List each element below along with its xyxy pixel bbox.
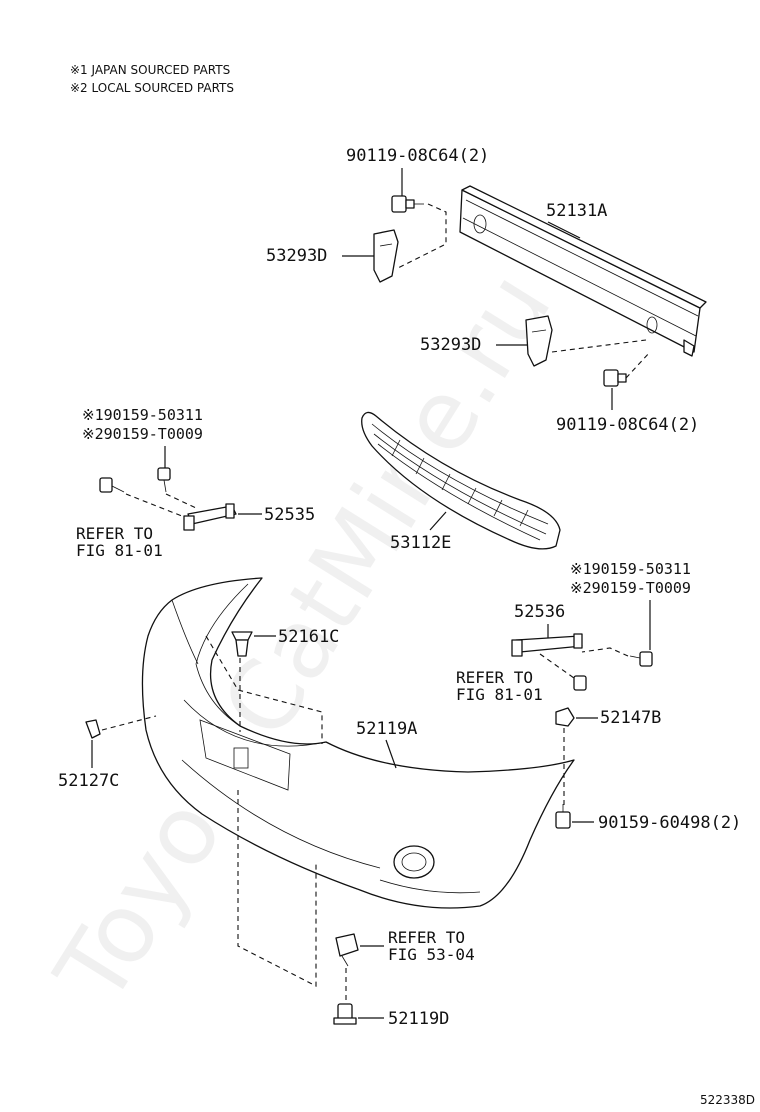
label-clip-side[interactable]: 52127C (58, 771, 119, 791)
refer-right-line2: FIG 81-01 (456, 685, 543, 704)
refer-bottom-line1: REFER TO (388, 928, 465, 947)
retainer-left-icon (183, 503, 237, 531)
grille (361, 411, 561, 550)
refer-left-line1: REFER TO (76, 524, 153, 543)
retainer-right-icon (511, 633, 583, 657)
bracket-left-icon (373, 229, 399, 283)
refer-left-line2: FIG 81-01 (76, 541, 163, 560)
nut-icon (555, 707, 575, 727)
label-bumper-cover[interactable]: 52119A (356, 719, 417, 739)
bolt-right-icon (603, 369, 627, 387)
label-grille[interactable]: 53112E (390, 533, 451, 553)
label-bolt-right[interactable]: 90119-08C64(2) (556, 415, 699, 435)
note-local-sourced: ※2 LOCAL SOURCED PARTS (70, 81, 234, 95)
label-bracket-left[interactable]: 53293D (266, 246, 327, 266)
clip-top-icon (231, 631, 253, 657)
label-52131a[interactable]: 52131A (546, 201, 607, 221)
screw-right-2-icon (573, 675, 587, 691)
label-nut[interactable]: 52147B (600, 708, 661, 728)
clip-bottom-icon (335, 933, 359, 967)
label-bracket-right[interactable]: 53293D (420, 335, 481, 355)
bumper-cover (141, 577, 575, 909)
label-screw-left-local[interactable]: ※290159-T0009 (82, 425, 203, 443)
screw-bottom-right-icon (555, 804, 571, 829)
label-screw-right-jp[interactable]: ※190159-50311 (570, 560, 691, 578)
refer-bottom-line2: FIG 53-04 (388, 945, 475, 964)
diagram-code: 522338D (700, 1093, 755, 1107)
label-screw-bottom[interactable]: 52119D (388, 1009, 449, 1029)
screw-right-icon (629, 651, 653, 667)
screw-left-icon (157, 467, 171, 493)
refer-right-line1: REFER TO (456, 668, 533, 687)
bracket-right-icon (525, 315, 553, 367)
label-bolt-top[interactable]: 90119-08C64(2) (346, 146, 489, 166)
screw-bottom-icon (333, 1003, 357, 1025)
label-screw-left-jp[interactable]: ※190159-50311 (82, 406, 203, 424)
note-japan-sourced: ※1 JAPAN SOURCED PARTS (70, 63, 230, 77)
screw-left-2-icon (99, 477, 125, 493)
clip-side-icon (85, 719, 101, 739)
label-retainer-left[interactable]: 52535 (264, 505, 315, 525)
bolt-top-icon (391, 195, 424, 213)
label-clip-top[interactable]: 52161C (278, 627, 339, 647)
bumper-reinforcement (459, 185, 707, 357)
label-retainer-right[interactable]: 52536 (514, 602, 565, 622)
label-screw-bottom-right[interactable]: 90159-60498(2) (598, 813, 741, 833)
label-screw-right-local[interactable]: ※290159-T0009 (570, 579, 691, 597)
